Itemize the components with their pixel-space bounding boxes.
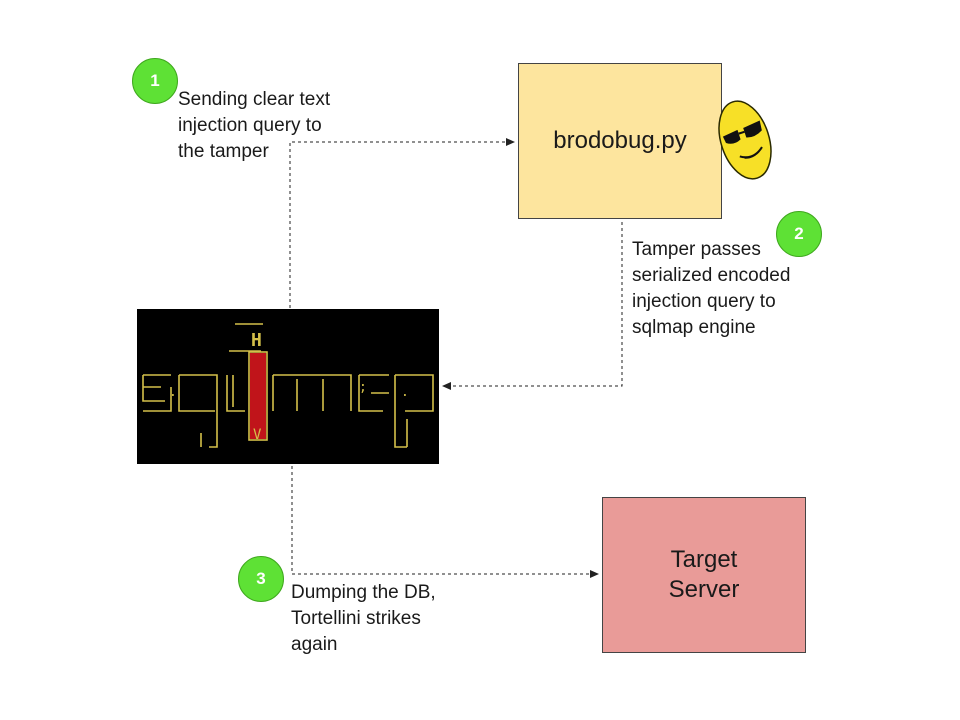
svg-text:.: . bbox=[401, 385, 409, 400]
step-2-badge: 2 bbox=[776, 211, 822, 257]
target-server-box: Target Server bbox=[602, 497, 806, 653]
step-1-label: Sending clear text injection query to th… bbox=[178, 89, 331, 162]
step-2-label: Tamper passes serialized encoded injecti… bbox=[632, 239, 791, 338]
connector-step-3 bbox=[291, 466, 599, 578]
sqlmap-logo-art: H V . ; . bbox=[142, 323, 434, 448]
connector-step-2 bbox=[442, 222, 623, 390]
step-3-number: 3 bbox=[256, 569, 266, 588]
step-2-number: 2 bbox=[794, 224, 804, 243]
svg-text:;: ; bbox=[359, 380, 367, 395]
connector-step-1 bbox=[289, 138, 515, 308]
step-1-badge: 1 bbox=[132, 58, 178, 104]
target-server-label: Target Server bbox=[668, 546, 740, 603]
step-1-number: 1 bbox=[150, 71, 160, 90]
step-3-badge: 3 bbox=[238, 556, 284, 602]
svg-text:.: . bbox=[169, 385, 177, 400]
step-3-label: Dumping the DB, Tortellini strikes again bbox=[291, 582, 436, 655]
svg-text:V: V bbox=[253, 427, 262, 443]
tamper-box-label: brodobug.py bbox=[553, 127, 687, 154]
sqlmap-version-glyph: H bbox=[251, 330, 262, 351]
tamper-box: brodobug.py bbox=[518, 63, 722, 219]
sqlmap-logo: H V . ; . bbox=[137, 309, 439, 464]
